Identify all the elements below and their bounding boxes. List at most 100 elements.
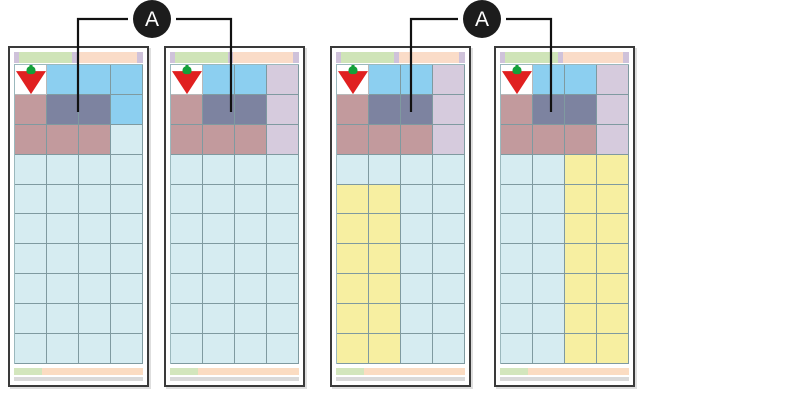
grid-cell-cyan[interactable] [15,304,47,335]
grid-cell-cyan[interactable] [401,334,433,364]
grid-cell-rosy[interactable] [171,94,203,125]
grid-cell-cyan[interactable] [235,334,267,364]
grid-cell-slate[interactable] [533,94,565,125]
grid-cell-rosy[interactable] [79,124,111,155]
grid-cell-cyan[interactable] [171,304,203,335]
grid-cell-lav[interactable] [267,94,299,125]
grid-cell-cyan[interactable] [235,214,267,245]
grid-cell-yellow[interactable] [369,184,401,215]
grid-cell-rosy[interactable] [15,124,47,155]
grid-cell-cyan[interactable] [401,214,433,245]
grid-cell-rosy[interactable] [235,124,267,155]
grid-cell-lav[interactable] [433,65,465,95]
grid-cell-yellow[interactable] [369,274,401,305]
grid-cell-cyan[interactable] [15,274,47,305]
grid-cell-cyan[interactable] [401,154,433,185]
grid-cell-cyan[interactable] [267,274,299,305]
spreadsheet-grid[interactable] [170,64,299,364]
spreadsheet-grid[interactable] [500,64,629,364]
grid-cell-cyan[interactable] [47,304,79,335]
grid-cell-cyan[interactable] [111,304,143,335]
grid-cell-lav[interactable] [267,65,299,95]
grid-cell-yellow[interactable] [337,184,369,215]
grid-cell-yellow[interactable] [565,244,597,275]
grid-cell-cyan[interactable] [79,274,111,305]
grid-cell-cyan[interactable] [111,274,143,305]
grid-cell-yellow[interactable] [597,154,629,185]
grid-cell-cyan[interactable] [47,334,79,364]
grid-cell-cyan[interactable] [501,274,533,305]
grid-cell-lav[interactable] [433,94,465,125]
grid-cell-cyan[interactable] [111,154,143,185]
grid-cell-cyan[interactable] [15,184,47,215]
grid-cell-yellow[interactable] [597,214,629,245]
marker-cell[interactable] [501,65,533,95]
grid-cell-cyan[interactable] [111,244,143,275]
grid-cell-sky[interactable] [47,65,79,95]
grid-cell-sky[interactable] [565,65,597,95]
grid-cell-cyan[interactable] [79,244,111,275]
grid-cell-cyan[interactable] [15,334,47,364]
grid-cell-cyan[interactable] [533,274,565,305]
grid-cell-yellow[interactable] [369,334,401,364]
grid-cell-cyan[interactable] [171,214,203,245]
grid-cell-rosy[interactable] [337,124,369,155]
marker-cell[interactable] [171,65,203,95]
grid-cell-slate[interactable] [565,94,597,125]
grid-cell-cyan[interactable] [369,154,401,185]
grid-cell-cyan[interactable] [171,274,203,305]
grid-cell-cyan[interactable] [433,274,465,305]
grid-cell-cyan[interactable] [401,304,433,335]
grid-cell-cyan[interactable] [171,184,203,215]
grid-cell-lav[interactable] [597,65,629,95]
grid-cell-cyan[interactable] [267,214,299,245]
grid-cell-yellow[interactable] [597,274,629,305]
grid-cell-cyan[interactable] [501,304,533,335]
grid-cell-rosy[interactable] [369,124,401,155]
spreadsheet-grid[interactable] [336,64,465,364]
grid-cell-yellow[interactable] [565,334,597,364]
grid-cell-sky[interactable] [533,65,565,95]
grid-cell-cyan[interactable] [79,214,111,245]
grid-cell-cyan[interactable] [79,184,111,215]
grid-cell-cyan[interactable] [433,334,465,364]
grid-cell-yellow[interactable] [369,244,401,275]
grid-cell-cyan[interactable] [47,244,79,275]
grid-cell-cyan[interactable] [401,274,433,305]
grid-cell-cyan[interactable] [203,214,235,245]
grid-cell-cyan[interactable] [267,334,299,364]
marker-cell[interactable] [337,65,369,95]
grid-cell-cyan[interactable] [433,244,465,275]
grid-cell-cyan[interactable] [171,334,203,364]
grid-cell-yellow[interactable] [369,304,401,335]
grid-cell-slate[interactable] [47,94,79,125]
grid-cell-yellow[interactable] [597,304,629,335]
grid-cell-yellow[interactable] [597,334,629,364]
grid-cell-yellow[interactable] [565,274,597,305]
grid-cell-cyan[interactable] [203,154,235,185]
grid-cell-cyan[interactable] [267,304,299,335]
grid-cell-cyan[interactable] [15,214,47,245]
grid-cell-sky[interactable] [111,65,143,95]
grid-cell-rosy[interactable] [15,94,47,125]
grid-cell-cyan[interactable] [533,214,565,245]
grid-cell-rosy[interactable] [565,124,597,155]
grid-cell-lav[interactable] [597,94,629,125]
grid-cell-sky[interactable] [79,65,111,95]
grid-cell-cyan[interactable] [235,154,267,185]
grid-cell-rosy[interactable] [401,124,433,155]
grid-cell-cyan[interactable] [79,304,111,335]
grid-cell-cyan[interactable] [501,334,533,364]
grid-cell-cyan[interactable] [533,304,565,335]
grid-cell-cyan[interactable] [433,304,465,335]
grid-cell-sky[interactable] [369,65,401,95]
grid-cell-yellow[interactable] [565,214,597,245]
grid-cell-cyan[interactable] [433,154,465,185]
grid-cell-yellow[interactable] [597,244,629,275]
grid-cell-rosy[interactable] [533,124,565,155]
grid-cell-yellow[interactable] [337,304,369,335]
grid-cell-cyan[interactable] [235,304,267,335]
grid-cell-slate[interactable] [79,94,111,125]
grid-cell-slate[interactable] [203,94,235,125]
grid-cell-sky[interactable] [235,65,267,95]
